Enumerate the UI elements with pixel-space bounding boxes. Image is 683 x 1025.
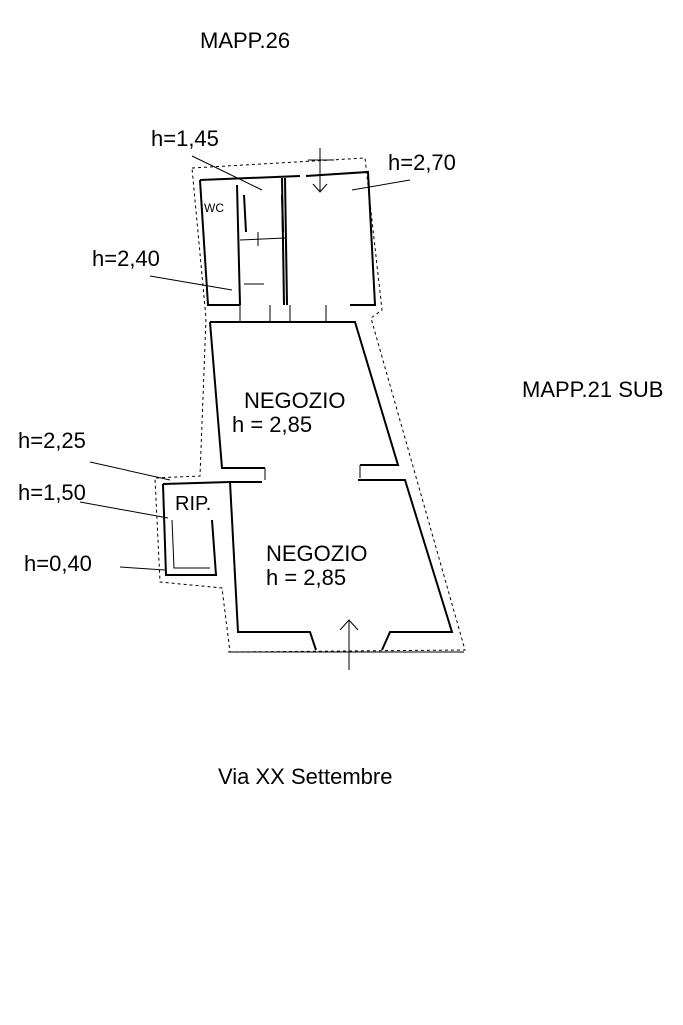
height-leader-lines: [79, 155, 411, 571]
storage-walls: [162, 481, 231, 576]
property-boundary: [154, 157, 466, 653]
shop-entrance-arrow: [339, 619, 359, 670]
parcel-north-label: MAPP.26: [200, 28, 290, 53]
height-note-145: h=1,45: [151, 126, 219, 151]
height-note-240: h=2,40: [92, 246, 160, 271]
upper-rooms-walls: [199, 170, 377, 323]
height-note-040: h=0,40: [24, 551, 92, 576]
shop-upper-walls: [209, 321, 400, 480]
height-note-270: h=2,70: [388, 150, 456, 175]
storage-label: RIP.: [175, 493, 211, 515]
street-label: Via XX Settembre: [218, 764, 392, 789]
shop-upper-name: NEGOZIO: [244, 388, 345, 413]
height-note-150: h=1,50: [18, 480, 86, 505]
parcel-east-label: MAPP.21 SUB: [522, 377, 663, 402]
height-note-225: h=2,25: [18, 428, 86, 453]
shop-lower-walls: [228, 479, 464, 653]
shop-lower-height: h = 2,85: [266, 565, 346, 590]
top-room-arrow: [308, 148, 334, 193]
wc-label: WC: [204, 201, 224, 215]
shop-lower-name: NEGOZIO: [266, 541, 367, 566]
shop-upper-height: h = 2,85: [232, 412, 312, 437]
